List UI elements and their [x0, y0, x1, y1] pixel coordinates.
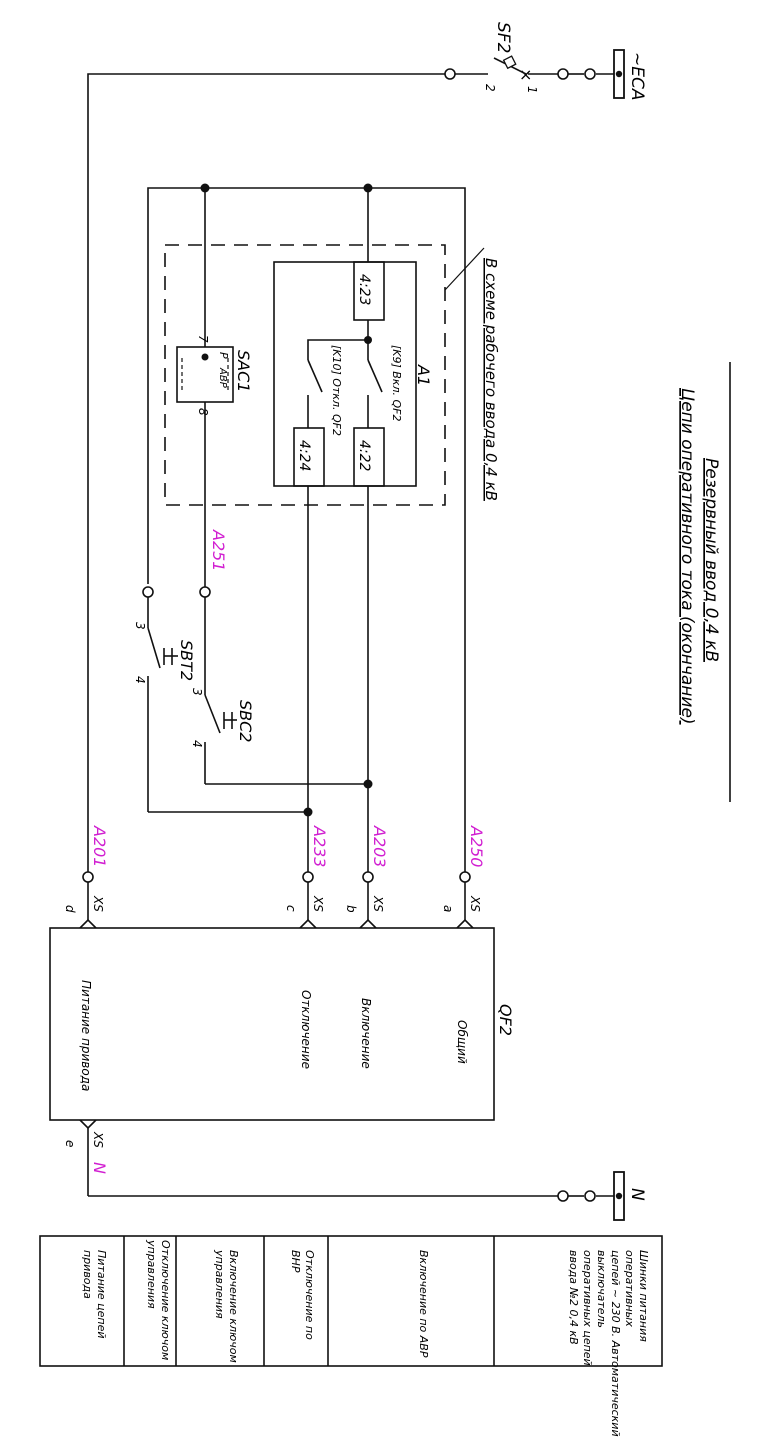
wire-n	[88, 1190, 614, 1202]
switch-sac1-pos-avr: АВР	[217, 367, 228, 389]
qf2-open: Отключение	[299, 990, 313, 1069]
svg-text:d: d	[63, 905, 77, 913]
qf2-power: Питание привода	[79, 980, 93, 1091]
button-sbc2-pin3: 3	[190, 688, 204, 696]
svg-text:XS: XS	[91, 1131, 105, 1148]
wire-a201	[87, 73, 445, 872]
relay-block-a1-label: A1	[414, 364, 433, 386]
connector-pin-d: XS d	[63, 871, 105, 929]
terminal-4-24: 4:24	[296, 440, 312, 471]
legend-col5-line: Отключение ключом	[159, 1240, 172, 1360]
legend-col4-line: управления	[213, 1249, 226, 1319]
legend-table	[39, 1235, 663, 1367]
sheet-title: Резервный ввод 0,4 кВ Цепи оперативного …	[677, 362, 731, 802]
legend-col1-line: Шинки питания	[637, 1250, 650, 1342]
connector-pin-e: XS e	[63, 1119, 105, 1196]
qf2-close: Включение	[359, 998, 373, 1069]
switch-sac1-pos-p: Р	[217, 352, 230, 359]
legend-col3-line: ВНР	[289, 1250, 302, 1273]
dashed-block	[164, 244, 446, 506]
legend-col1-line: цепей ~ 230 В. Автоматический	[609, 1250, 622, 1437]
phase-bus: ~ECA	[613, 49, 647, 101]
wire-label-n: N	[90, 1162, 109, 1174]
dashed-block-note: В схеме рабочего ввода 0,4 кВ	[482, 258, 500, 501]
legend-col3-line: Отключение по	[303, 1250, 316, 1340]
button-sbt2-label: SBT2	[177, 640, 196, 681]
terminal-4-22: 4:22	[356, 440, 372, 472]
wire-top-bus	[147, 187, 466, 872]
qf2-drive: QF2 Общий Включение Отключение Питание п…	[49, 927, 515, 1121]
wire-label-a203: A203	[370, 825, 389, 867]
contact-k9-label: [K9] Вкл. QF2	[390, 345, 403, 422]
button-sbc2: SBC2 3 4	[190, 586, 255, 784]
neutral-bus-label: N	[627, 1188, 647, 1201]
legend-col2-line: Включение по АВР	[417, 1250, 430, 1358]
switch-sac1: Р АВР SAC1 7 8	[176, 188, 253, 587]
svg-text:XS: XS	[91, 895, 105, 912]
button-sbc2-label: SBC2	[236, 700, 255, 742]
legend-col1-line: оперативных цепей	[581, 1250, 594, 1366]
svg-text:XS: XS	[371, 895, 385, 912]
legend-col6-line: привода	[81, 1250, 94, 1299]
svg-text:XS: XS	[468, 895, 482, 912]
legend-col4-line: Включение ключом	[227, 1250, 240, 1363]
neutral-bus: N	[613, 1171, 647, 1221]
qf2-label: QF2	[496, 1004, 515, 1036]
qf2-common: Общий	[455, 1020, 469, 1064]
connector-pin-b: XS b	[344, 871, 385, 929]
legend-col1-line: оперативных	[623, 1250, 636, 1327]
svg-text:c: c	[284, 905, 298, 912]
breaker-sf2-pin2: 2	[483, 84, 497, 92]
legend-col1-line: выключатель	[595, 1250, 608, 1328]
switch-sac1-pin7: 7	[196, 335, 210, 343]
terminal-4-23: 4:23	[356, 274, 372, 305]
wire-label-a251: A251	[209, 529, 228, 571]
title-line2: Цепи оперативного тока (окончание)	[677, 388, 697, 725]
svg-text:b: b	[344, 905, 358, 913]
switch-sac1-label: SAC1	[234, 350, 253, 392]
wire-label-a250: A250	[467, 825, 486, 867]
legend-col5-line: управления	[145, 1239, 158, 1309]
button-sbt2: SBT2 3 4	[133, 586, 196, 812]
legend-col1-line: ввода №2 0,4 кВ	[567, 1250, 580, 1345]
switch-sac1-pin8: 8	[196, 408, 210, 416]
button-sbt2-pin3: 3	[133, 622, 147, 630]
button-sbt2-pin4: 4	[133, 676, 147, 684]
connector-pin-a: XS a	[441, 871, 482, 929]
legend-col6-line: Питание цепей	[95, 1250, 108, 1339]
breaker-sf2-label: SF2	[493, 22, 513, 53]
connector-pin-c: XS c	[284, 871, 325, 929]
relay-block-a1: A1 4:23 [K9] Вкл. QF2 4:22 [K10] Откл. Q…	[273, 188, 433, 872]
button-sbc2-pin4: 4	[190, 740, 204, 748]
svg-text:XS: XS	[311, 895, 325, 912]
svg-text:a: a	[441, 905, 455, 912]
contact-k10-label: [K10] Откл. QF2	[330, 345, 343, 436]
title-line1: Резервный ввод 0,4 кВ	[701, 458, 721, 662]
phase-bus-label: ~ECA	[627, 52, 647, 101]
breaker-sf2: × SF2 1 2	[444, 22, 614, 94]
svg-text:e: e	[63, 1140, 77, 1147]
breaker-sf2-pin1: 1	[525, 86, 539, 94]
wire-label-a201: A201	[90, 825, 109, 867]
wire-label-a233: A233	[310, 825, 329, 867]
